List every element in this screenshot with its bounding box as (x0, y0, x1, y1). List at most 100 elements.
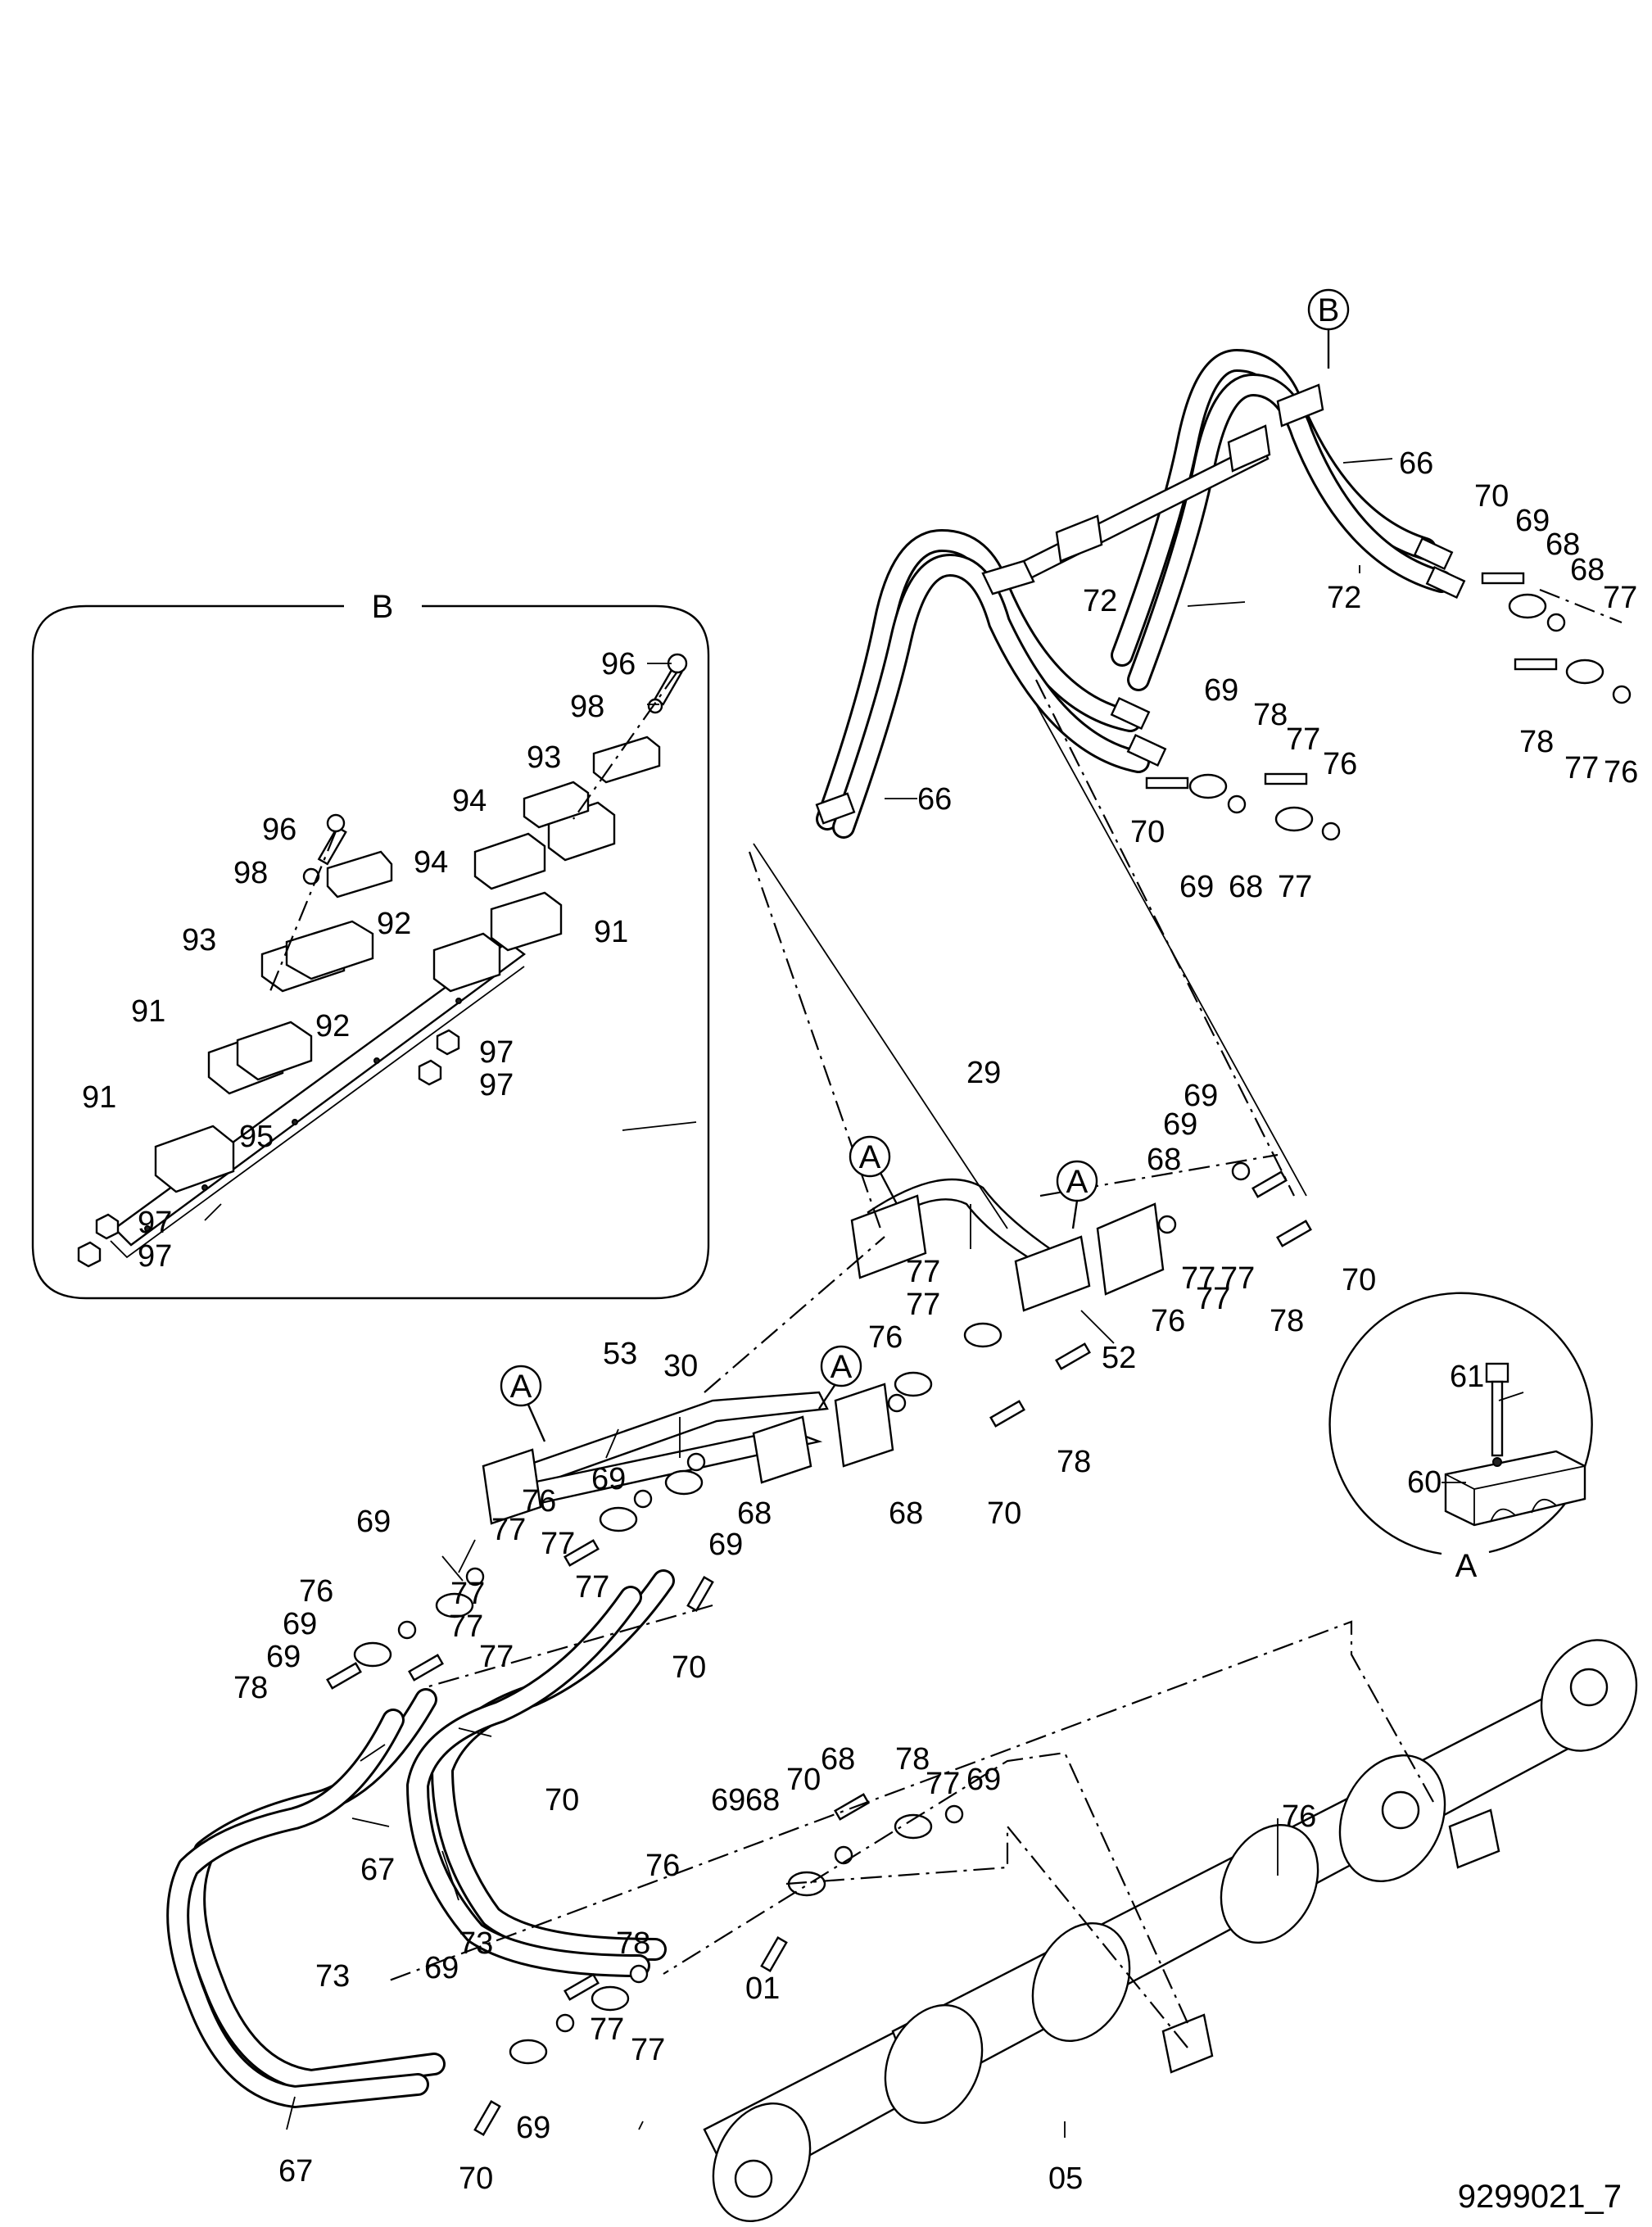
callout: 68 (889, 1496, 923, 1531)
callout: 77 (1286, 722, 1320, 757)
callout: 92 (377, 907, 411, 941)
detail-a-circle (1328, 1292, 1593, 1555)
marker-a-label: A (1066, 1164, 1089, 1200)
detail-a-title: A (1455, 1548, 1478, 1584)
main-callouts: 66 70 69 68 68 77 72 72 78 77 76 66 69 7… (233, 446, 1638, 2196)
detail-b-callouts: 96 98 93 94 96 98 94 93 92 92 91 91 91 9… (82, 647, 636, 1274)
callout: 77 (450, 1577, 485, 1611)
upper-hose-assembly (815, 349, 1632, 841)
callout: 94 (414, 845, 448, 880)
callout: 76 (522, 1484, 556, 1519)
callout: 77 (449, 1609, 483, 1644)
detail-b-title: B (372, 589, 394, 625)
detail-b-clamp-assembly (77, 653, 688, 1268)
callout: 66 (917, 782, 952, 817)
callout: 77 (906, 1288, 940, 1322)
callout: 69 (424, 1951, 459, 1985)
callout: 67 (278, 2154, 313, 2189)
callout: 77 (575, 1570, 609, 1605)
callout: 77 (926, 1767, 960, 1801)
callout: 93 (527, 740, 561, 775)
callout: 61 (1450, 1360, 1484, 1394)
callout: 68 (1570, 553, 1604, 587)
callout: 91 (131, 994, 165, 1029)
callout: 78 (1057, 1445, 1091, 1479)
callout: 77 (1181, 1261, 1215, 1296)
callout: 77 (491, 1513, 526, 1547)
callout: 76 (1282, 1799, 1316, 1834)
callout: 77 (479, 1640, 514, 1674)
callout: 70 (1342, 1263, 1376, 1297)
callout: 78 (1270, 1304, 1304, 1338)
reference-marker-a-1: A (849, 1135, 898, 1205)
lower-hose-assembly (166, 1569, 964, 2136)
callout: 70 (1130, 815, 1165, 849)
callout: 97 (479, 1035, 514, 1070)
callout: 68 (1229, 870, 1263, 904)
callout: 77 (1603, 581, 1637, 615)
marker-b-label: B (1318, 292, 1340, 328)
callout: 69 (966, 1763, 1001, 1797)
callout: 70 (987, 1496, 1021, 1531)
callout: 01 (745, 1971, 780, 2006)
marker-a-label: A (831, 1349, 853, 1385)
callout: 98 (570, 690, 604, 724)
callout: 53 (603, 1337, 637, 1371)
callout: 70 (459, 2161, 493, 2196)
callout: 70 (1474, 479, 1509, 514)
callout: 95 (239, 1120, 274, 1154)
callout: 67 (360, 1853, 395, 1887)
callout: 69 (711, 1783, 745, 1817)
callout: 70 (672, 1650, 706, 1685)
callout: 69 (283, 1607, 317, 1641)
callout: 78 (616, 1926, 650, 1961)
callout: 69 (266, 1640, 301, 1674)
callout: 77 (1196, 1282, 1230, 1316)
callout: 94 (452, 784, 487, 818)
callout: 69 (1515, 504, 1550, 538)
callout: 77 (906, 1255, 940, 1289)
callout: 72 (1327, 581, 1361, 615)
callout: 70 (545, 1783, 579, 1817)
callout: 69 (1179, 870, 1214, 904)
callout: 97 (138, 1206, 172, 1240)
middle-pipe-assembly (326, 1161, 1312, 1690)
hydraulic-cylinders (703, 1639, 1638, 2223)
callout: 77 (1220, 1261, 1255, 1296)
callout: 76 (1604, 755, 1638, 790)
callout: 52 (1102, 1341, 1136, 1375)
callout: 68 (745, 1783, 780, 1817)
callout: 92 (315, 1009, 350, 1043)
callout: 96 (601, 647, 636, 681)
callout: 69 (1163, 1107, 1197, 1142)
reference-marker-a-3: A (818, 1345, 862, 1410)
callout: 93 (182, 923, 216, 957)
callout: 78 (895, 1742, 930, 1777)
leader-lines (204, 458, 1524, 2138)
callout: 78 (1253, 698, 1288, 732)
callout: 68 (737, 1496, 772, 1531)
callout: 73 (315, 1959, 350, 1994)
detail-a-callouts: 61 60 (1407, 1360, 1484, 1500)
marker-a-label: A (510, 1369, 532, 1405)
callout: 66 (1399, 446, 1433, 481)
callout: 76 (868, 1320, 903, 1355)
callout: 77 (541, 1527, 575, 1561)
marker-a-label: A (859, 1139, 881, 1175)
callout: 68 (1147, 1143, 1181, 1177)
callout: 70 (786, 1763, 821, 1797)
callout: 68 (1546, 527, 1580, 562)
drawing-id: 9299021_7 (1458, 2179, 1622, 2215)
callout: 76 (1151, 1304, 1185, 1338)
reference-marker-a-4: A (500, 1365, 546, 1442)
callout: 77 (590, 2012, 624, 2047)
callout: 69 (1204, 673, 1238, 708)
callout: 96 (262, 812, 296, 847)
callout: 91 (82, 1080, 116, 1115)
callout: 91 (594, 915, 628, 949)
callout: 77 (1564, 751, 1599, 785)
detail-b-frame (31, 604, 710, 1300)
callout: 68 (821, 1742, 855, 1777)
callout: 98 (233, 856, 268, 890)
